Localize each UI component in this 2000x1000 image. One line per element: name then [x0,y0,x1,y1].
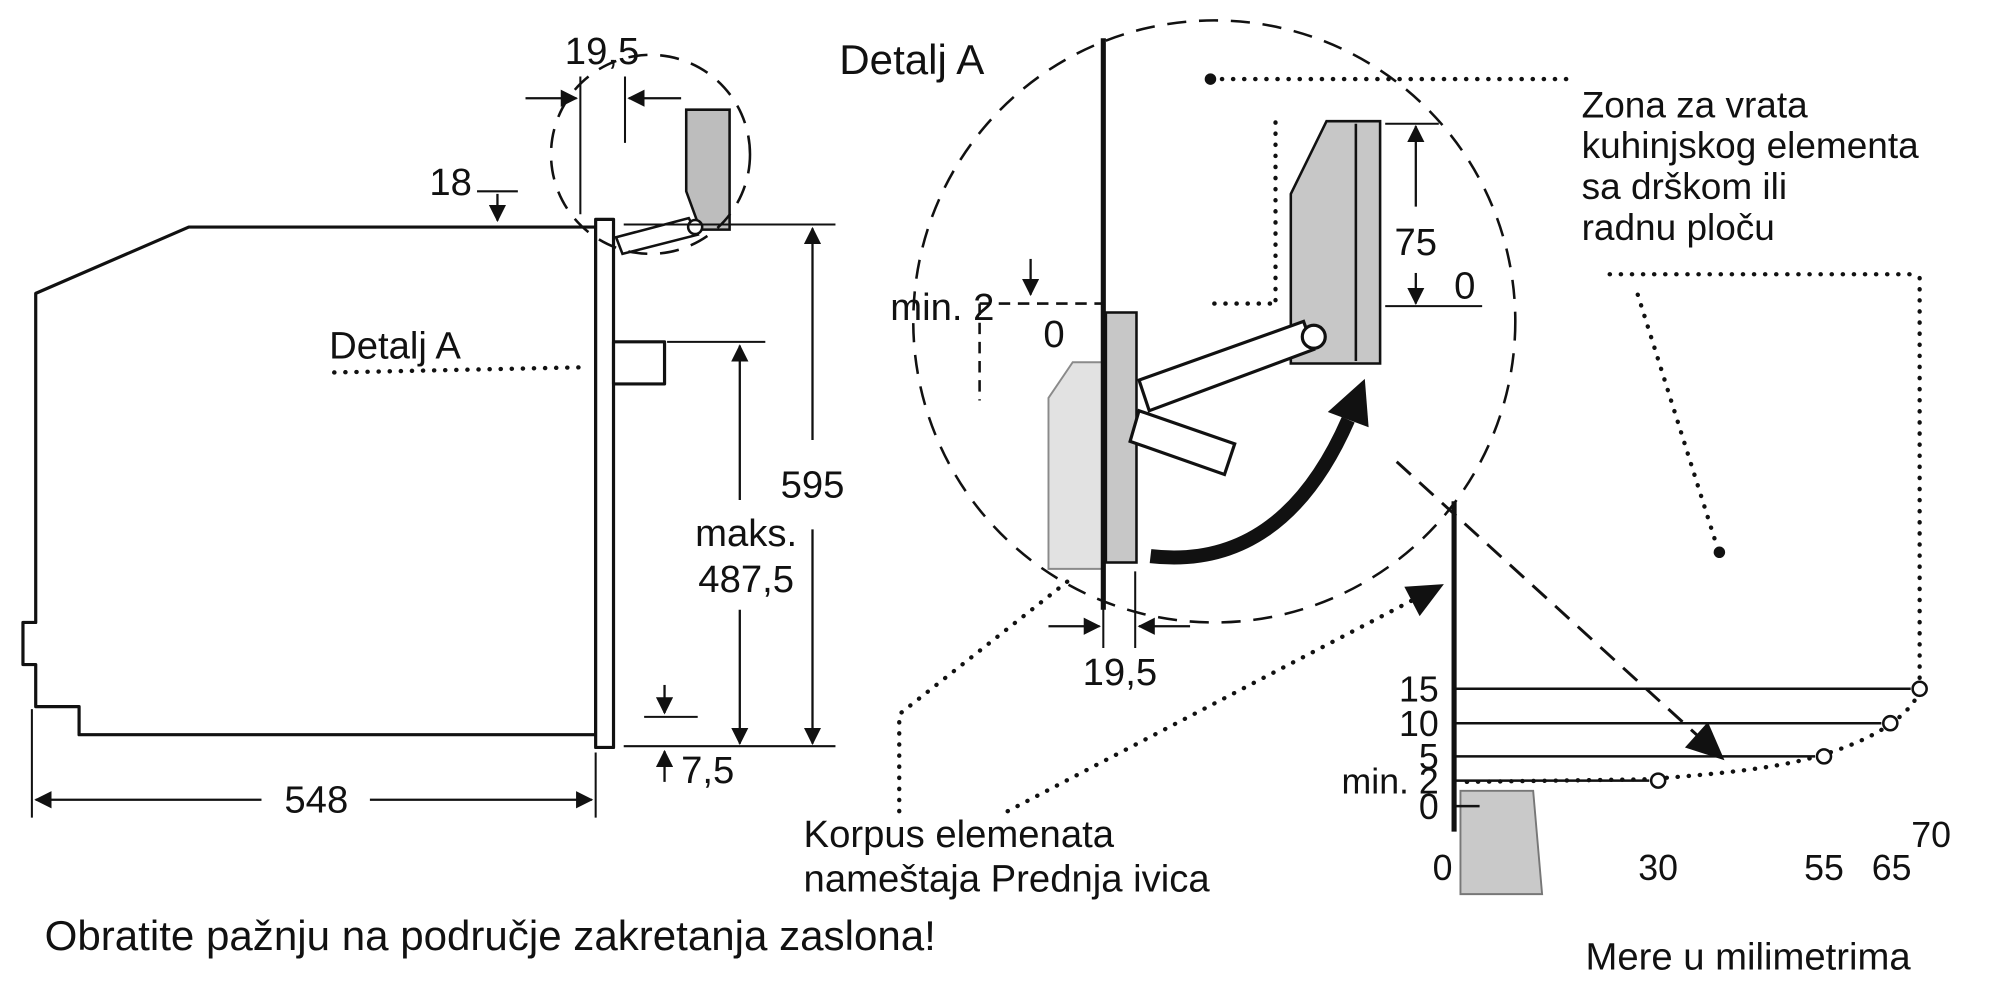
chart-x-label-70: 70 [1911,815,1951,855]
door-handle-element [611,340,667,386]
chart-y-label-10: 10 [1399,704,1439,744]
chart-x-label-30: 30 [1638,848,1678,888]
detail-a-leader-dotted [332,365,583,375]
chart-point-70-15 [1911,680,1928,698]
chart-y-label-5: 5 [1419,737,1439,777]
cabinet-shaded-area [1047,361,1105,570]
oven-side-view [21,53,752,750]
chart-x-label-55: 55 [1804,848,1844,888]
chart-point-30-min2 [1649,772,1667,789]
gap-distance-chart: 15 10 5 min. 2 0 0 30 55 65 70 [1342,501,1951,896]
dim-75-label: 75 [1395,221,1438,264]
chart-x-label-65: 65 [1872,848,1912,888]
dim-maks-value: 487,5 [698,558,794,601]
zone-leader-dotted [1635,292,1720,549]
zone-note-line-2: kuhinjskog elementa [1582,125,1919,166]
dim-min-2-label: min. 2 [890,286,994,329]
display-panel-large [1289,119,1382,365]
display-panel-small [684,108,731,231]
zone-note-line-3: sa drškom ili [1582,166,1787,207]
chart-point-55-5 [1815,748,1833,765]
hinge-pivot-large [1300,323,1327,350]
dim-7-5-label: 7,5 [681,749,734,792]
detail-to-chart-dashed-leader [1395,460,1711,748]
korpus-leader-dotted [897,578,1072,814]
leader-arrow-head [1404,584,1444,617]
zone-note-line-1: Zona za vrata [1582,84,1808,125]
hinge-arm-lower [1128,408,1237,477]
dim-18-label: 18 [429,161,472,204]
leader-dot [1713,546,1726,559]
chart-y-label-min2: min. 2 [1342,761,1439,801]
swing-arrow-head [1327,378,1369,428]
bottom-notes: Obratite pažnju na područje zakretanja z… [45,912,1912,978]
chart-point-65-10 [1882,714,1899,732]
dim-maks-label: maks. [695,512,797,555]
zone-note-line-4: radnu ploču [1582,207,1775,248]
zone-note-group: Zona za vrata kuhinjskog elementa sa drš… [1204,73,1922,686]
chart-y-label-15: 15 [1399,670,1439,710]
korpus-note-line-1: Korpus elemenata [804,813,1115,856]
rotation-warning-note: Obratite pažnju na područje zakretanja z… [45,912,936,959]
front-edge-leader-dotted [1005,590,1429,814]
units-note: Mere u milimetrima [1585,935,1911,978]
dim-19-5-top-label: 19,5 [565,30,639,73]
leader-dot [1204,73,1217,85]
korpus-note-group: Korpus elemenata nameštaja Prednja ivica [804,578,1444,901]
dim-19-5-detail-label: 19,5 [1083,651,1157,694]
left-view-dimensions: 19,5 18 Detalj A 595 maks. 487,5 7,5 548 [30,30,845,822]
dim-548-label: 548 [284,779,348,822]
hinge-pivot-small [686,218,704,236]
chart-y-label-0: 0 [1419,787,1439,827]
swing-arrow-curve [1149,416,1355,565]
oven-body-outline [21,225,598,737]
zero-right-label: 0 [1454,264,1475,307]
detail-a-view: Detalj A [839,19,1517,624]
leader-arrow-head [1684,721,1725,761]
detail-a-marker-circle [549,53,752,256]
korpus-note-line-2: nameštaja Prednja ivica [804,858,1211,901]
chart-x-label-0: 0 [1433,848,1453,888]
detail-a-dimensions: min. 2 0 75 0 19,5 [890,122,1725,761]
detail-a-boundary-circle [911,19,1517,624]
cabinet-cross-section [1459,789,1544,896]
detail-a-title: Detalj A [839,36,984,83]
detail-a-ref-label: Detalj A [329,324,461,367]
zero-left-label: 0 [1043,313,1064,356]
dim-595-label: 595 [781,463,845,506]
oven-door-panel [594,217,616,750]
